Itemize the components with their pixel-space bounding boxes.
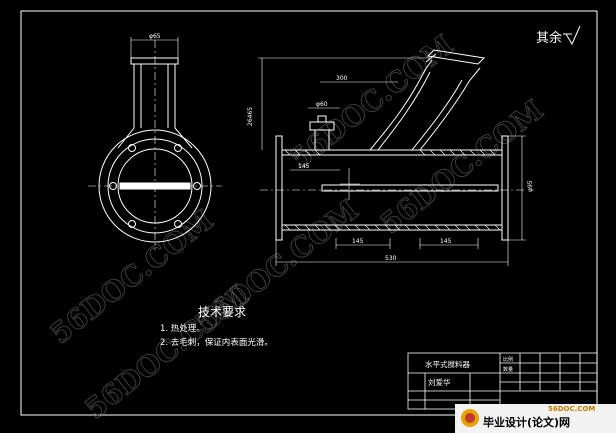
- site-domain: 56DOC.COM: [548, 405, 595, 413]
- dim-height: 26465: [247, 107, 254, 126]
- tech-requirement-2: 2. 去毛刺，保证内表面光滑。: [160, 337, 273, 348]
- dim-left-gap: 145: [298, 163, 310, 170]
- site-brand: 毕业设计(论文)网: [483, 415, 570, 429]
- site-footer-bar: [455, 404, 616, 433]
- dim-span-2: 145: [440, 238, 452, 245]
- title-block: [407, 352, 598, 410]
- side-view: [258, 49, 526, 266]
- dim-elbow: 300: [336, 75, 348, 82]
- qty-label: 数量: [503, 366, 513, 373]
- tech-requirements-title: 技术要求: [198, 305, 246, 319]
- tech-requirement-1: 1. 热处理。: [160, 323, 205, 334]
- dim-top-flange: φ65: [149, 33, 161, 40]
- dim-length: 530: [385, 255, 397, 262]
- dim-diameter: φ95: [527, 180, 534, 192]
- scale-label: 比例: [503, 356, 513, 363]
- end-view: [88, 37, 222, 250]
- dim-span-1: 145: [352, 238, 364, 245]
- roughness-symbol: [565, 25, 581, 46]
- dim-stub: φ60: [316, 101, 328, 108]
- watermark: 56DOC.COM: [374, 93, 549, 240]
- surface-finish-note: 其余: [536, 30, 562, 46]
- designer-name: 刘爱华: [428, 377, 451, 387]
- part-name: 水平式搅料器: [425, 359, 470, 369]
- drawing-border: [20, 10, 598, 416]
